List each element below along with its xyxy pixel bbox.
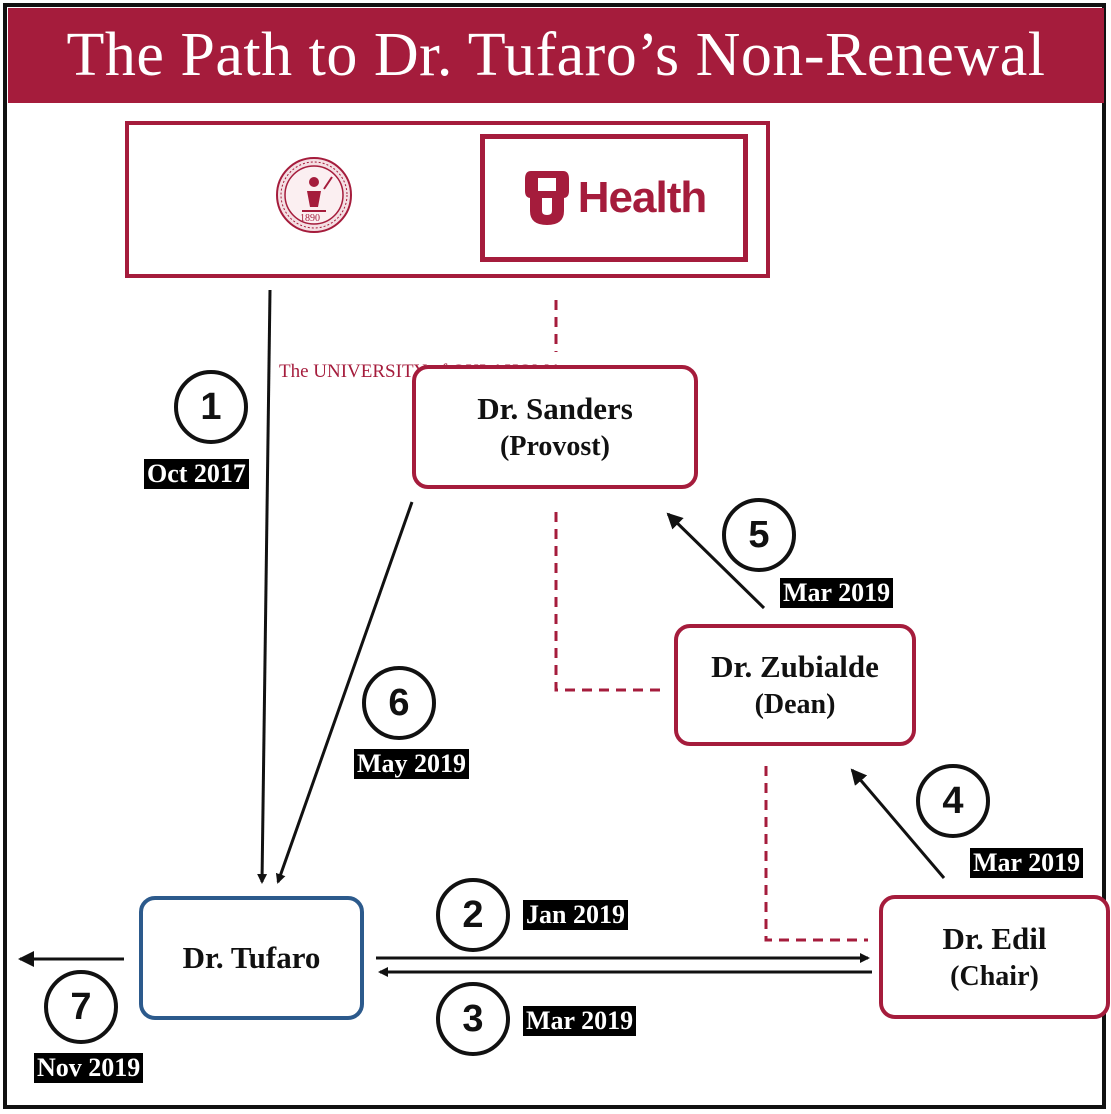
step-3-date: Mar 2019 xyxy=(523,1006,637,1036)
seal-year: 1890 xyxy=(300,213,320,224)
health-wordmark: Health xyxy=(577,173,707,222)
node-sanders-name: Dr. Sanders xyxy=(477,390,633,426)
node-sanders: Dr. Sanders (Provost) xyxy=(412,365,698,489)
step-4-badge: 4 xyxy=(916,764,990,838)
step-3-badge: 3 xyxy=(436,982,510,1056)
dean-to-chair-line xyxy=(764,766,868,942)
step-2-date: Jan 2019 xyxy=(523,900,628,930)
ou-logo-icon xyxy=(524,171,569,225)
arrow-step-1 xyxy=(257,289,272,884)
node-zubialde: Dr. Zubialde (Dean) xyxy=(674,624,916,746)
page-title: The Path to Dr. Tufaro’s Non-Renewal xyxy=(66,21,1046,89)
university-seal-icon xyxy=(276,157,352,233)
step-1-badge: 1 xyxy=(174,370,248,444)
node-edil-name: Dr. Edil xyxy=(942,920,1047,956)
arrow-step-5 xyxy=(666,512,766,610)
step-2-badge: 2 xyxy=(436,878,510,952)
arrow-step-4 xyxy=(850,768,946,879)
node-edil: Dr. Edil (Chair) xyxy=(879,895,1110,1019)
step-6-date: May 2019 xyxy=(354,749,470,779)
step-5-date: Mar 2019 xyxy=(780,578,894,608)
arrow-step-6 xyxy=(275,501,414,884)
provost-to-dean-line xyxy=(554,512,662,692)
step-1-date: Oct 2017 xyxy=(144,459,249,489)
step-7-date: Nov 2019 xyxy=(34,1053,144,1083)
step-7-badge: 7 xyxy=(44,970,118,1044)
action-arrows xyxy=(18,289,946,977)
reporting-lines xyxy=(554,300,868,942)
ou-health-logo: OU Health xyxy=(480,134,748,262)
title-banner: The Path to Dr. Tufaro’s Non-Renewal xyxy=(8,8,1104,103)
step-4-date: Mar 2019 xyxy=(970,848,1084,878)
step-5-badge: 5 xyxy=(722,498,796,572)
node-sanders-role: (Provost) xyxy=(500,430,610,462)
step-6-badge: 6 xyxy=(362,666,436,740)
node-zubialde-name: Dr. Zubialde xyxy=(711,648,879,684)
node-zubialde-role: (Dean) xyxy=(754,688,836,720)
node-tufaro-name: Dr. Tufaro xyxy=(182,939,321,975)
node-edil-role: (Chair) xyxy=(950,960,1039,992)
node-tufaro: Dr. Tufaro xyxy=(139,896,364,1020)
